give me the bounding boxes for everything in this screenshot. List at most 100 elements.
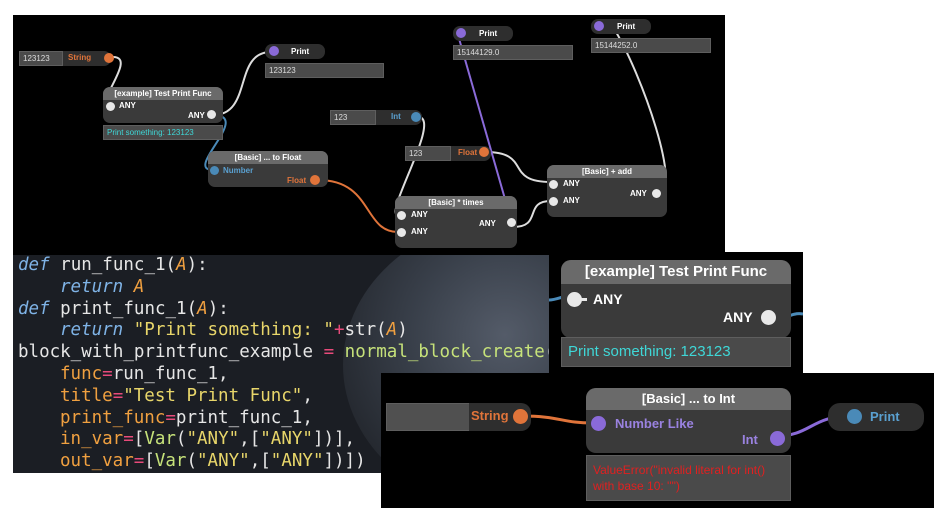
zoom-test-print-panel[interactable]: [example] Test Print Func ANY ANY Print …: [549, 252, 803, 374]
print-1-input-pin[interactable]: [269, 46, 279, 56]
float-value-field[interactable]: 123: [405, 146, 451, 161]
code-token: =: [133, 451, 145, 472]
string-type-label: String: [68, 53, 92, 62]
times-in2-label: ANY: [411, 227, 428, 236]
zoom-test-print-message: Print something: 123123: [561, 337, 791, 367]
zoom-test-print-title: [example] Test Print Func: [561, 260, 791, 284]
code-token: str: [344, 320, 377, 341]
zoom-print-node: [828, 403, 924, 431]
to-float-input-pin[interactable]: [210, 166, 219, 175]
code-token: normal_block_create: [344, 342, 545, 363]
node-graph-canvas[interactable]: 123123 String Print 123123 [example] Tes…: [13, 15, 725, 255]
add-input-2-pin[interactable]: [549, 197, 558, 206]
test-print-func-node[interactable]: [example] Test Print Func: [103, 87, 223, 123]
code-token: =: [323, 342, 335, 363]
zoom-string-output-pin[interactable]: [513, 409, 528, 424]
zoom-to-int-title: [Basic] ... to Int: [586, 388, 791, 410]
code-token: ])]): [323, 451, 366, 472]
zoom-to-int-input-pin[interactable]: [591, 416, 606, 431]
zoom-test-print-in-label: ANY: [593, 291, 623, 307]
code-token: +: [333, 320, 345, 341]
float-type-label: Float: [458, 148, 478, 157]
times-input-2-pin[interactable]: [397, 228, 406, 237]
times-in1-label: ANY: [411, 210, 428, 219]
code-token: [: [133, 429, 145, 450]
code-token: block_with_printfunc_example: [18, 342, 314, 363]
code-token: ,: [302, 385, 313, 406]
code-editor-panel[interactable]: def run_func_1(A): return A def print_fu…: [13, 255, 553, 473]
code-token: ):: [186, 255, 208, 275]
code-token: in_var: [60, 429, 124, 450]
string-output-pin[interactable]: [104, 53, 114, 63]
code-token: A: [176, 255, 187, 275]
int-node: [376, 110, 422, 125]
print-1-output-field: 123123: [265, 63, 384, 78]
code-token: print_func_1,: [175, 407, 313, 428]
times-output-pin[interactable]: [507, 218, 516, 227]
code-token: Var: [154, 451, 187, 472]
zoom-print-title: Print: [870, 409, 900, 424]
add-input-1-pin[interactable]: [549, 180, 558, 189]
zoom-print-input-pin[interactable]: [847, 409, 862, 424]
code-token: "ANY": [260, 429, 313, 450]
zoom-test-print-node[interactable]: [example] Test Print Func: [561, 260, 791, 338]
code-block: def run_func_1(A): return A def print_fu…: [18, 255, 553, 473]
add-node[interactable]: [Basic] + add: [547, 165, 667, 217]
test-print-input-pin[interactable]: [106, 102, 115, 111]
test-print-out-label: ANY: [188, 111, 205, 120]
to-float-node[interactable]: [Basic] ... to Float: [208, 151, 328, 187]
print-node-2: [453, 26, 513, 41]
code-token: ])],: [312, 429, 356, 450]
print-node-1: [265, 44, 325, 59]
zoom-string-value-field[interactable]: [386, 403, 471, 431]
print-2-input-pin[interactable]: [456, 28, 466, 38]
code-token: (: [376, 320, 387, 341]
to-float-output-pin[interactable]: [310, 175, 320, 185]
add-in1-label: ANY: [563, 179, 580, 188]
zoom-string-type-label: String: [471, 408, 509, 423]
print-2-title: Print: [479, 29, 498, 38]
zoom-to-int-node[interactable]: [Basic] ... to Int: [586, 388, 791, 453]
zoom-test-print-out-label: ANY: [723, 309, 753, 325]
code-token: [: [249, 429, 261, 450]
code-token: (: [175, 429, 187, 450]
to-float-out-label: Float: [287, 176, 307, 185]
code-token: print_func_1: [60, 298, 187, 319]
code-token: "Print something: ": [133, 320, 334, 341]
code-token: =: [112, 385, 124, 406]
code-token: [: [144, 451, 155, 472]
code-token: run_func_1: [60, 255, 166, 275]
code-token: "ANY": [186, 429, 240, 450]
code-token: =: [123, 429, 134, 450]
code-token: title: [60, 385, 113, 406]
times-out-label: ANY: [479, 219, 496, 228]
code-token: print_func: [60, 407, 166, 428]
print-3-input-pin[interactable]: [594, 21, 604, 31]
int-output-pin[interactable]: [411, 112, 421, 122]
zoom-to-int-output-pin[interactable]: [770, 431, 785, 446]
print-3-output-field: 15144252.0: [591, 38, 711, 53]
code-token: ): [397, 320, 408, 341]
code-token: out_var: [60, 451, 134, 472]
times-node[interactable]: [Basic] * times: [395, 196, 517, 248]
add-title: [Basic] + add: [547, 165, 667, 178]
float-output-pin[interactable]: [479, 147, 489, 157]
times-input-1-pin[interactable]: [397, 211, 406, 220]
test-print-output-pin[interactable]: [207, 110, 216, 119]
int-value-field[interactable]: 123: [330, 110, 376, 125]
add-out-label: ANY: [630, 189, 647, 198]
print-node-3: [591, 19, 651, 34]
zoom-to-int-panel[interactable]: String [Basic] ... to Int Number Like In…: [381, 373, 934, 508]
string-value-field[interactable]: 123123: [19, 51, 63, 66]
zoom-to-int-error-message: ValueError("invalid literal for int() wi…: [586, 455, 791, 501]
test-print-message: Print something: 123123: [103, 125, 223, 140]
zoom-to-int-in-label: Number Like: [615, 416, 694, 431]
code-token: (: [165, 255, 177, 275]
zoom-test-print-input-pin[interactable]: [567, 292, 582, 307]
print-2-output-field: 15144129.0: [453, 45, 573, 60]
times-title: [Basic] * times: [395, 196, 517, 209]
code-token: ,: [249, 451, 261, 472]
zoom-test-print-input-tail: [577, 298, 587, 301]
zoom-test-print-output-pin[interactable]: [761, 310, 776, 325]
add-output-pin[interactable]: [652, 189, 661, 198]
